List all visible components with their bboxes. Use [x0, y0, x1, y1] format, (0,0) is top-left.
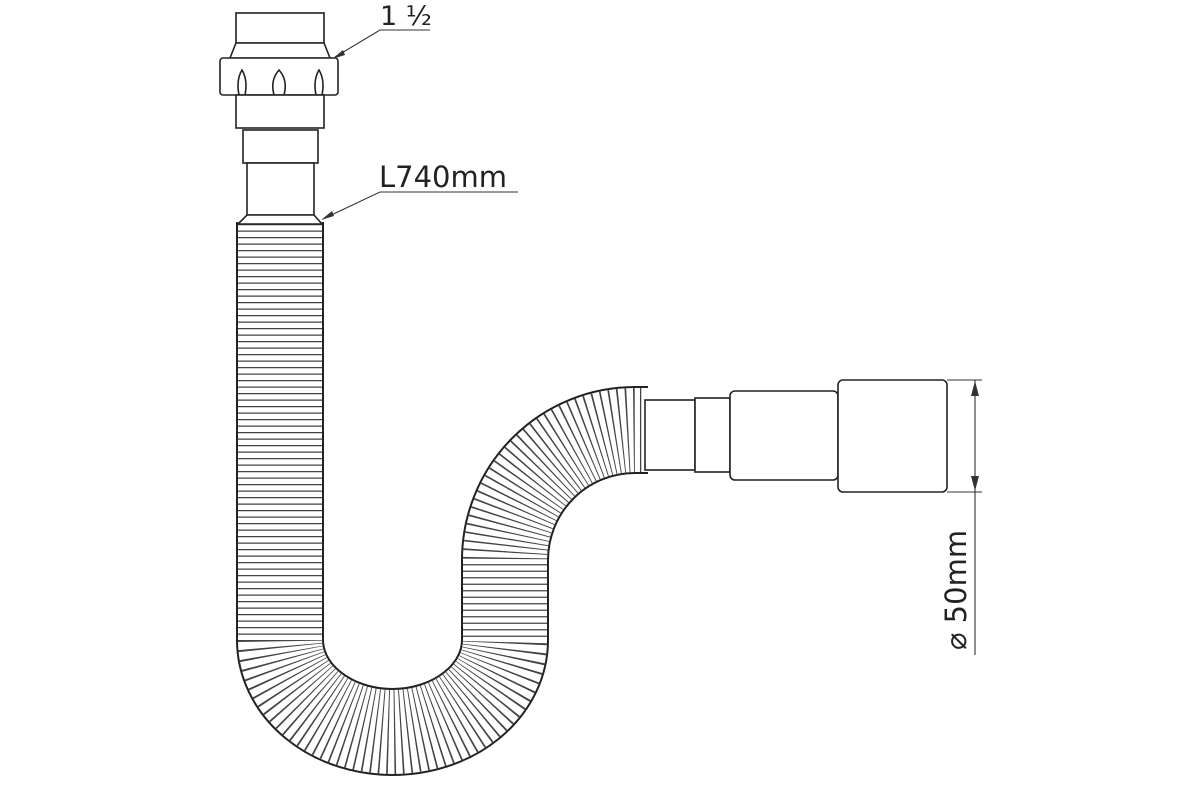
outlet-fitting: [644, 379, 948, 493]
corrugated-hose: [236, 222, 648, 776]
top-nut-fitting: [219, 12, 339, 225]
diameter-label: ⌀ 50mm: [939, 530, 973, 650]
thread-size-callout: 1 ½: [332, 1, 432, 59]
thread-size-label: 1 ½: [380, 1, 432, 32]
diameter-dimension: ⌀ 50mm: [939, 379, 982, 655]
length-label: L740mm: [379, 160, 507, 194]
length-callout: L740mm: [321, 160, 518, 220]
